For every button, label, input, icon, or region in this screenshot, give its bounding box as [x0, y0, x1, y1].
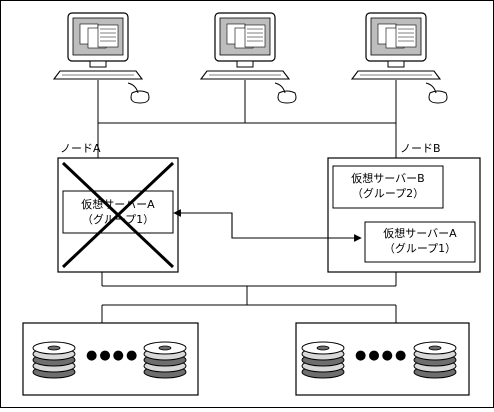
client-workstation-2	[200, 12, 297, 104]
disk-ellipsis-left: ●●●●	[86, 348, 140, 363]
node-a-server-a-box	[62, 190, 174, 234]
node-a-server-a-group: （グループ1）	[81, 213, 155, 226]
node-a-label: ノードA	[60, 142, 101, 155]
disk-ellipsis-right: ●●●●	[355, 348, 409, 363]
disk-stack-icon	[301, 341, 345, 379]
disk-stack-icon	[32, 341, 76, 379]
node-b-server-b-name: 仮想サーバーB	[351, 172, 425, 185]
node-b-server-b-box	[332, 165, 444, 209]
node-b-server-b-group: （グループ2）	[351, 187, 425, 200]
storage-network-lines	[101, 272, 397, 323]
disk-stack-icon	[413, 341, 457, 379]
client-workstation-1	[53, 12, 150, 104]
node-a-server-a-name: 仮想サーバーA	[81, 198, 155, 211]
node-b-server-a-box	[364, 221, 476, 263]
node-b-server-a-group: （グループ1）	[383, 242, 457, 255]
failover-arrow	[173, 209, 362, 242]
client-network-lines	[97, 80, 397, 158]
disk-stack-icon	[143, 341, 187, 379]
client-workstation-3	[351, 12, 448, 104]
node-b-server-a-name: 仮想サーバーA	[383, 227, 457, 240]
failure-cross	[61, 161, 175, 269]
node-b-label: ノードB	[400, 142, 441, 155]
